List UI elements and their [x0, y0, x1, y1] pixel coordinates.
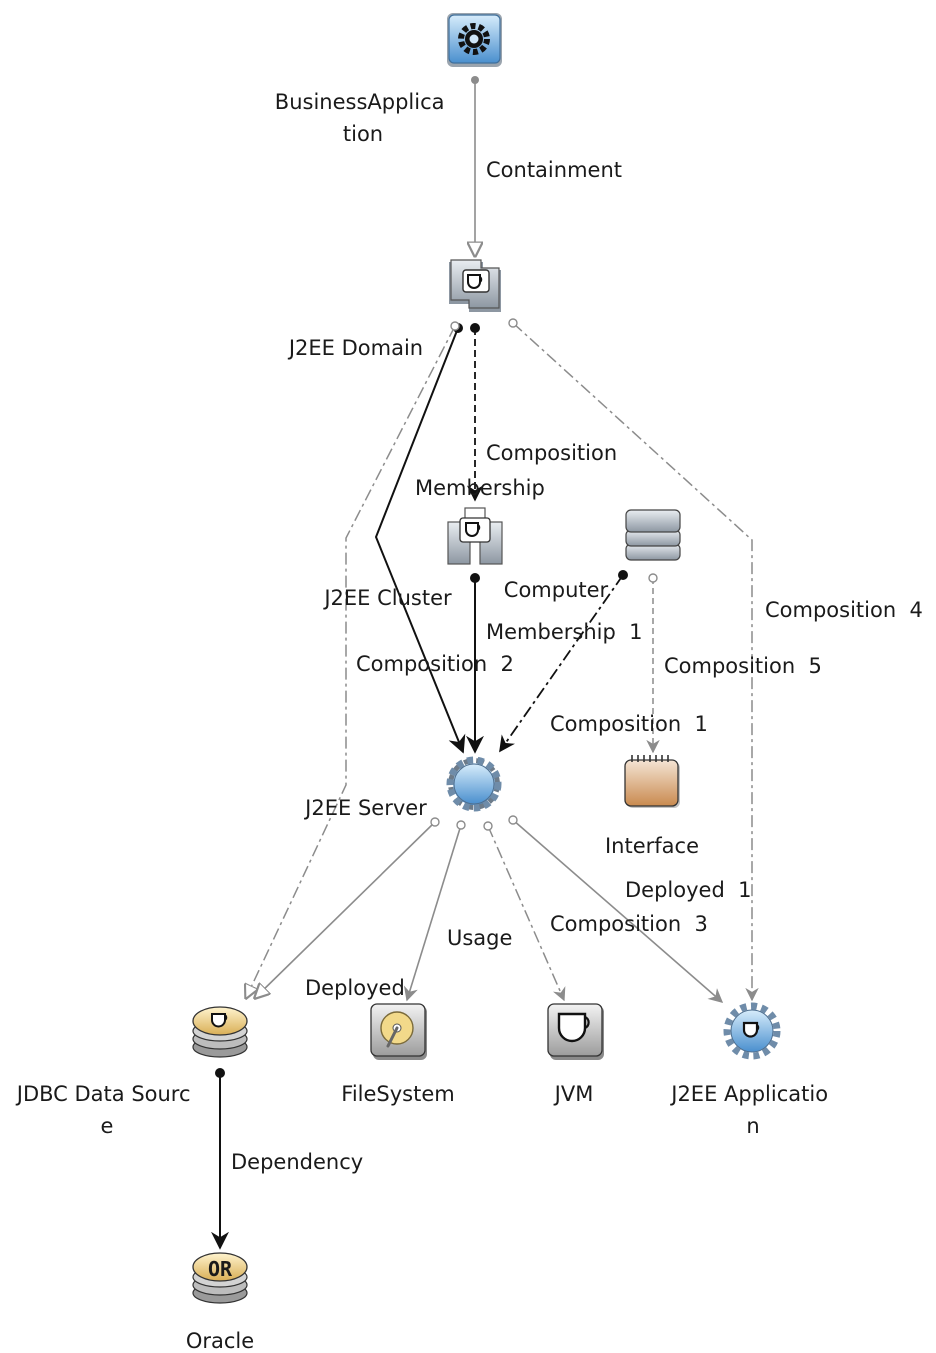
node-jvm[interactable]: JVM [547, 1003, 604, 1106]
edge-label-composition-4: Composition 4 [765, 598, 923, 622]
server-gear-icon [446, 756, 502, 812]
edge-label-dependency: Dependency [231, 1150, 363, 1174]
node-j2ee-server[interactable]: J2EE Server [303, 756, 502, 820]
node-jdbc-data-source[interactable]: JDBC Data Sourc e [15, 1006, 248, 1138]
edge-server-jdbc[interactable] [255, 817, 440, 998]
edge-cluster-server[interactable] [466, 573, 484, 754]
edge-jdbc-oracle[interactable] [211, 1068, 229, 1250]
edge-domain-application[interactable] [508, 318, 759, 1002]
edge-label-containment: Containment [486, 158, 622, 182]
edge-label-composition-5: Composition 5 [664, 654, 822, 678]
node-label: JDBC Data Sourc e [15, 1082, 197, 1138]
edge-label-usage: Usage [447, 926, 512, 950]
edge-server-jvm[interactable] [483, 821, 566, 1002]
interface-card-icon [624, 755, 680, 808]
edge-label-membership-1: Membership 1 [486, 620, 643, 644]
edge-computer-interface[interactable] [646, 573, 660, 754]
oracle-badge: OR [208, 1257, 233, 1281]
computer-stack-icon [625, 509, 681, 561]
j2ee-cluster-icon [447, 507, 503, 565]
edge-containment[interactable] [471, 76, 479, 256]
node-label: JVM [553, 1082, 594, 1106]
node-label: J2EE Applicatio n [669, 1082, 834, 1138]
node-label: Interface [605, 834, 699, 858]
edge-computer-server[interactable] [499, 570, 628, 753]
application-gear-icon [723, 1002, 781, 1060]
edge-server-filesystem[interactable] [403, 820, 466, 1002]
node-label: FileSystem [341, 1082, 454, 1106]
node-label: BusinessApplica tion [275, 90, 451, 146]
edge-label-deployed-1: Deployed 1 [625, 878, 752, 902]
node-oracle[interactable]: OR Oracle [186, 1252, 254, 1353]
node-j2ee-domain[interactable]: J2EE Domain [287, 259, 501, 360]
oracle-database-icon: OR [192, 1252, 248, 1304]
edge-server-application[interactable] [508, 815, 724, 1003]
edge-label-deployed: Deployed [305, 976, 405, 1000]
j2ee-domain-icon [449, 259, 501, 312]
edge-domain-jdbc[interactable] [246, 321, 460, 998]
edge-labels: Containment Composition Membership Compo… [231, 158, 923, 1174]
node-j2ee-application[interactable]: J2EE Applicatio n [669, 1002, 834, 1138]
gear-icon [447, 13, 502, 67]
node-label: J2EE Cluster [322, 586, 452, 610]
node-label: J2EE Domain [287, 336, 423, 360]
jvm-cup-icon [547, 1003, 604, 1060]
node-label: Oracle [186, 1329, 254, 1353]
edge-label-composition-1: Composition 1 [550, 712, 708, 736]
node-label: Computer [504, 578, 609, 602]
edge-label-composition: Composition [486, 441, 617, 465]
node-j2ee-cluster[interactable]: J2EE Cluster [322, 507, 503, 610]
edge-domain-cluster[interactable] [466, 323, 484, 502]
node-business-application[interactable]: BusinessApplica tion [275, 13, 502, 146]
edge-label-composition-2: Composition 2 [356, 652, 514, 676]
jdbc-database-icon [192, 1006, 248, 1058]
node-label: J2EE Server [303, 796, 427, 820]
node-filesystem[interactable]: FileSystem [341, 1003, 455, 1106]
disk-drive-icon [370, 1003, 427, 1060]
edge-label-membership: Membership [415, 476, 545, 500]
edges-layer [211, 76, 759, 1250]
edge-label-composition-3: Composition 3 [550, 912, 708, 936]
node-computer[interactable]: Computer [504, 509, 681, 602]
node-interface[interactable]: Interface [605, 755, 699, 858]
